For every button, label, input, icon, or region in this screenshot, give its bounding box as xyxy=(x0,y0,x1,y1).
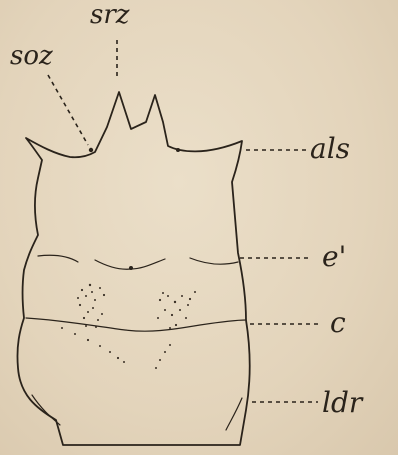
label-c: c xyxy=(330,306,346,339)
right-node xyxy=(176,148,180,152)
label-e-prime: e' xyxy=(322,240,346,273)
label-ldr: ldr xyxy=(322,386,364,419)
lower-right-line xyxy=(226,398,242,430)
label-srz: srz xyxy=(90,0,130,30)
e-prime-node xyxy=(129,266,133,270)
suture-e-prime xyxy=(38,255,238,269)
label-soz: soz xyxy=(10,41,53,71)
soz-node xyxy=(89,148,93,152)
stipple-lower xyxy=(61,327,171,369)
stipple-center xyxy=(157,291,196,329)
leader-soz xyxy=(48,75,88,145)
label-als: als xyxy=(310,132,350,165)
suture-c xyxy=(26,318,246,331)
stipple-left xyxy=(77,284,105,328)
